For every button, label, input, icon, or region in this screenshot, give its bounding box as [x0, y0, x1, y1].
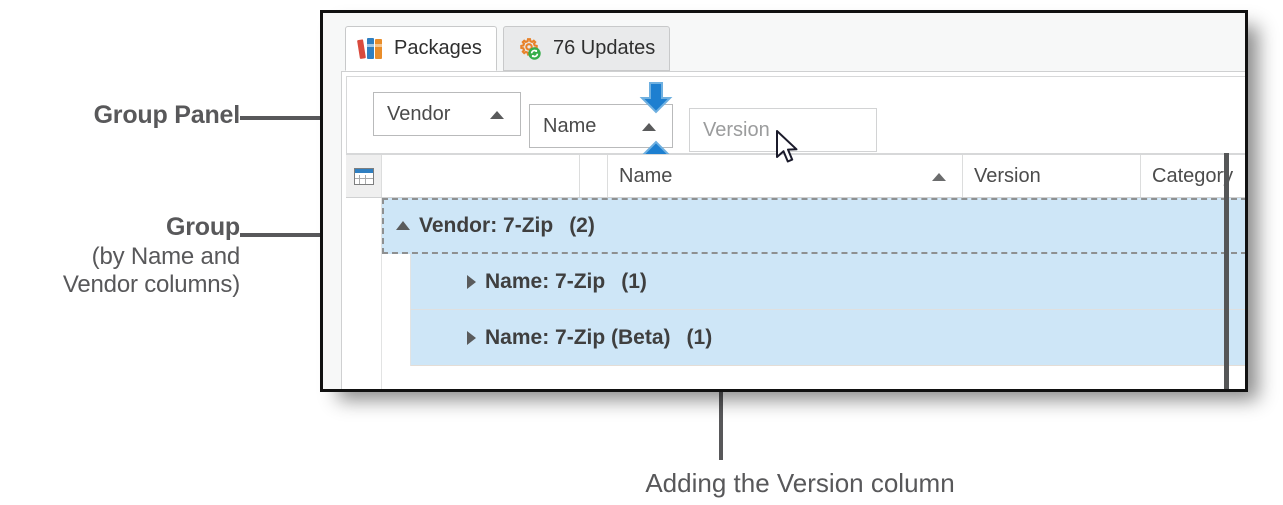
row-indent-cell: [346, 366, 382, 389]
tab-strip: Packages 76 Updates: [323, 13, 1245, 71]
group-chip-name-label: Name: [543, 114, 597, 137]
column-header-blank-1[interactable]: [382, 155, 580, 197]
annotation-group: Group (by Name and Vendor columns): [0, 213, 240, 299]
sort-ascending-icon[interactable]: [932, 173, 946, 181]
annotation-caption: Adding the Version column: [645, 468, 955, 498]
tab-packages[interactable]: Packages: [345, 26, 497, 71]
column-drop-divider: [1224, 153, 1229, 389]
column-header-name[interactable]: Name: [608, 155, 963, 197]
group-row-name-1-field: Name: [485, 269, 543, 293]
column-header-name-label: Name: [619, 164, 673, 187]
group-chip-version-dragging[interactable]: Version: [689, 108, 877, 152]
column-header-version[interactable]: Version: [963, 155, 1141, 197]
group-chip-name[interactable]: Name: [529, 104, 673, 148]
group-row-name-1-count: (1): [621, 269, 647, 293]
row-indent-cell: [382, 310, 411, 366]
group-row-name-1-value: 7-Zip: [555, 269, 606, 293]
tab-updates[interactable]: 76 Updates: [503, 26, 671, 71]
table-row-empty: [346, 366, 1245, 389]
application-window: Packages 76 Updates Vendor: [320, 10, 1248, 392]
grid-body: Vendor: 7-Zip (2) Name: 7-Zip (1): [346, 198, 1245, 389]
group-row-name-2[interactable]: Name: 7-Zip (Beta) (1): [411, 310, 1245, 366]
group-row-name-1[interactable]: Name: 7-Zip (1): [411, 254, 1245, 310]
table-row[interactable]: Vendor: 7-Zip (2): [346, 198, 1245, 254]
expander-expand-icon[interactable]: [467, 330, 476, 345]
group-row-vendor-value: 7-Zip: [503, 214, 554, 237]
books-icon: [357, 37, 383, 60]
group-row-name-2-value: 7-Zip (Beta): [555, 325, 671, 349]
expander-collapse-icon[interactable]: [396, 220, 410, 230]
mouse-cursor: [775, 130, 803, 168]
column-header-version-label: Version: [974, 164, 1041, 187]
group-chip-vendor[interactable]: Vendor: [373, 92, 521, 136]
leader-line-group: [240, 233, 353, 237]
group-panel[interactable]: Vendor Name Version: [346, 76, 1245, 172]
tab-updates-label: 76 Updates: [553, 37, 656, 59]
grid-settings-icon[interactable]: [353, 167, 374, 185]
table-row[interactable]: Name: 7-Zip (1): [346, 254, 1245, 310]
sort-ascending-icon[interactable]: [642, 123, 656, 131]
group-row-vendor-field: Vendor: [419, 214, 491, 237]
annotation-group-sub1: (by Name and: [91, 242, 241, 270]
expander-expand-icon[interactable]: [467, 274, 476, 289]
table-row[interactable]: Name: 7-Zip (Beta) (1): [346, 310, 1245, 366]
row-indent-cell: [346, 310, 382, 366]
group-chip-vendor-label: Vendor: [387, 102, 451, 125]
annotation-group-panel: Group Panel: [93, 101, 241, 129]
column-header-row: Name Version Category: [346, 154, 1245, 198]
sort-ascending-icon[interactable]: [490, 111, 504, 119]
leader-line-group-panel: [240, 116, 348, 120]
annotation-group-title: Group: [166, 213, 240, 241]
column-header-indicator[interactable]: [346, 155, 382, 197]
annotation-group-sub2: Vendor columns): [62, 270, 240, 298]
drop-indicator-arrow-down-icon: [639, 81, 673, 120]
row-indent-cell: [346, 254, 382, 310]
group-row-name-2-count: (1): [686, 325, 713, 349]
tab-packages-label: Packages: [394, 37, 482, 59]
group-row-name-2-field: Name: [485, 325, 543, 349]
column-header-category[interactable]: Category: [1141, 155, 1245, 197]
group-row-vendor[interactable]: Vendor: 7-Zip (2): [382, 198, 1245, 254]
gear-refresh-icon: [518, 37, 542, 61]
group-chip-version-label: Version: [703, 118, 770, 141]
row-indent-cell: [346, 198, 382, 254]
row-indent-cell: [382, 254, 411, 310]
column-header-blank-2[interactable]: [580, 155, 608, 197]
content-panel: Vendor Name Version: [341, 71, 1245, 389]
column-header-category-label: Category: [1152, 164, 1234, 187]
group-row-vendor-count: (2): [569, 214, 595, 237]
